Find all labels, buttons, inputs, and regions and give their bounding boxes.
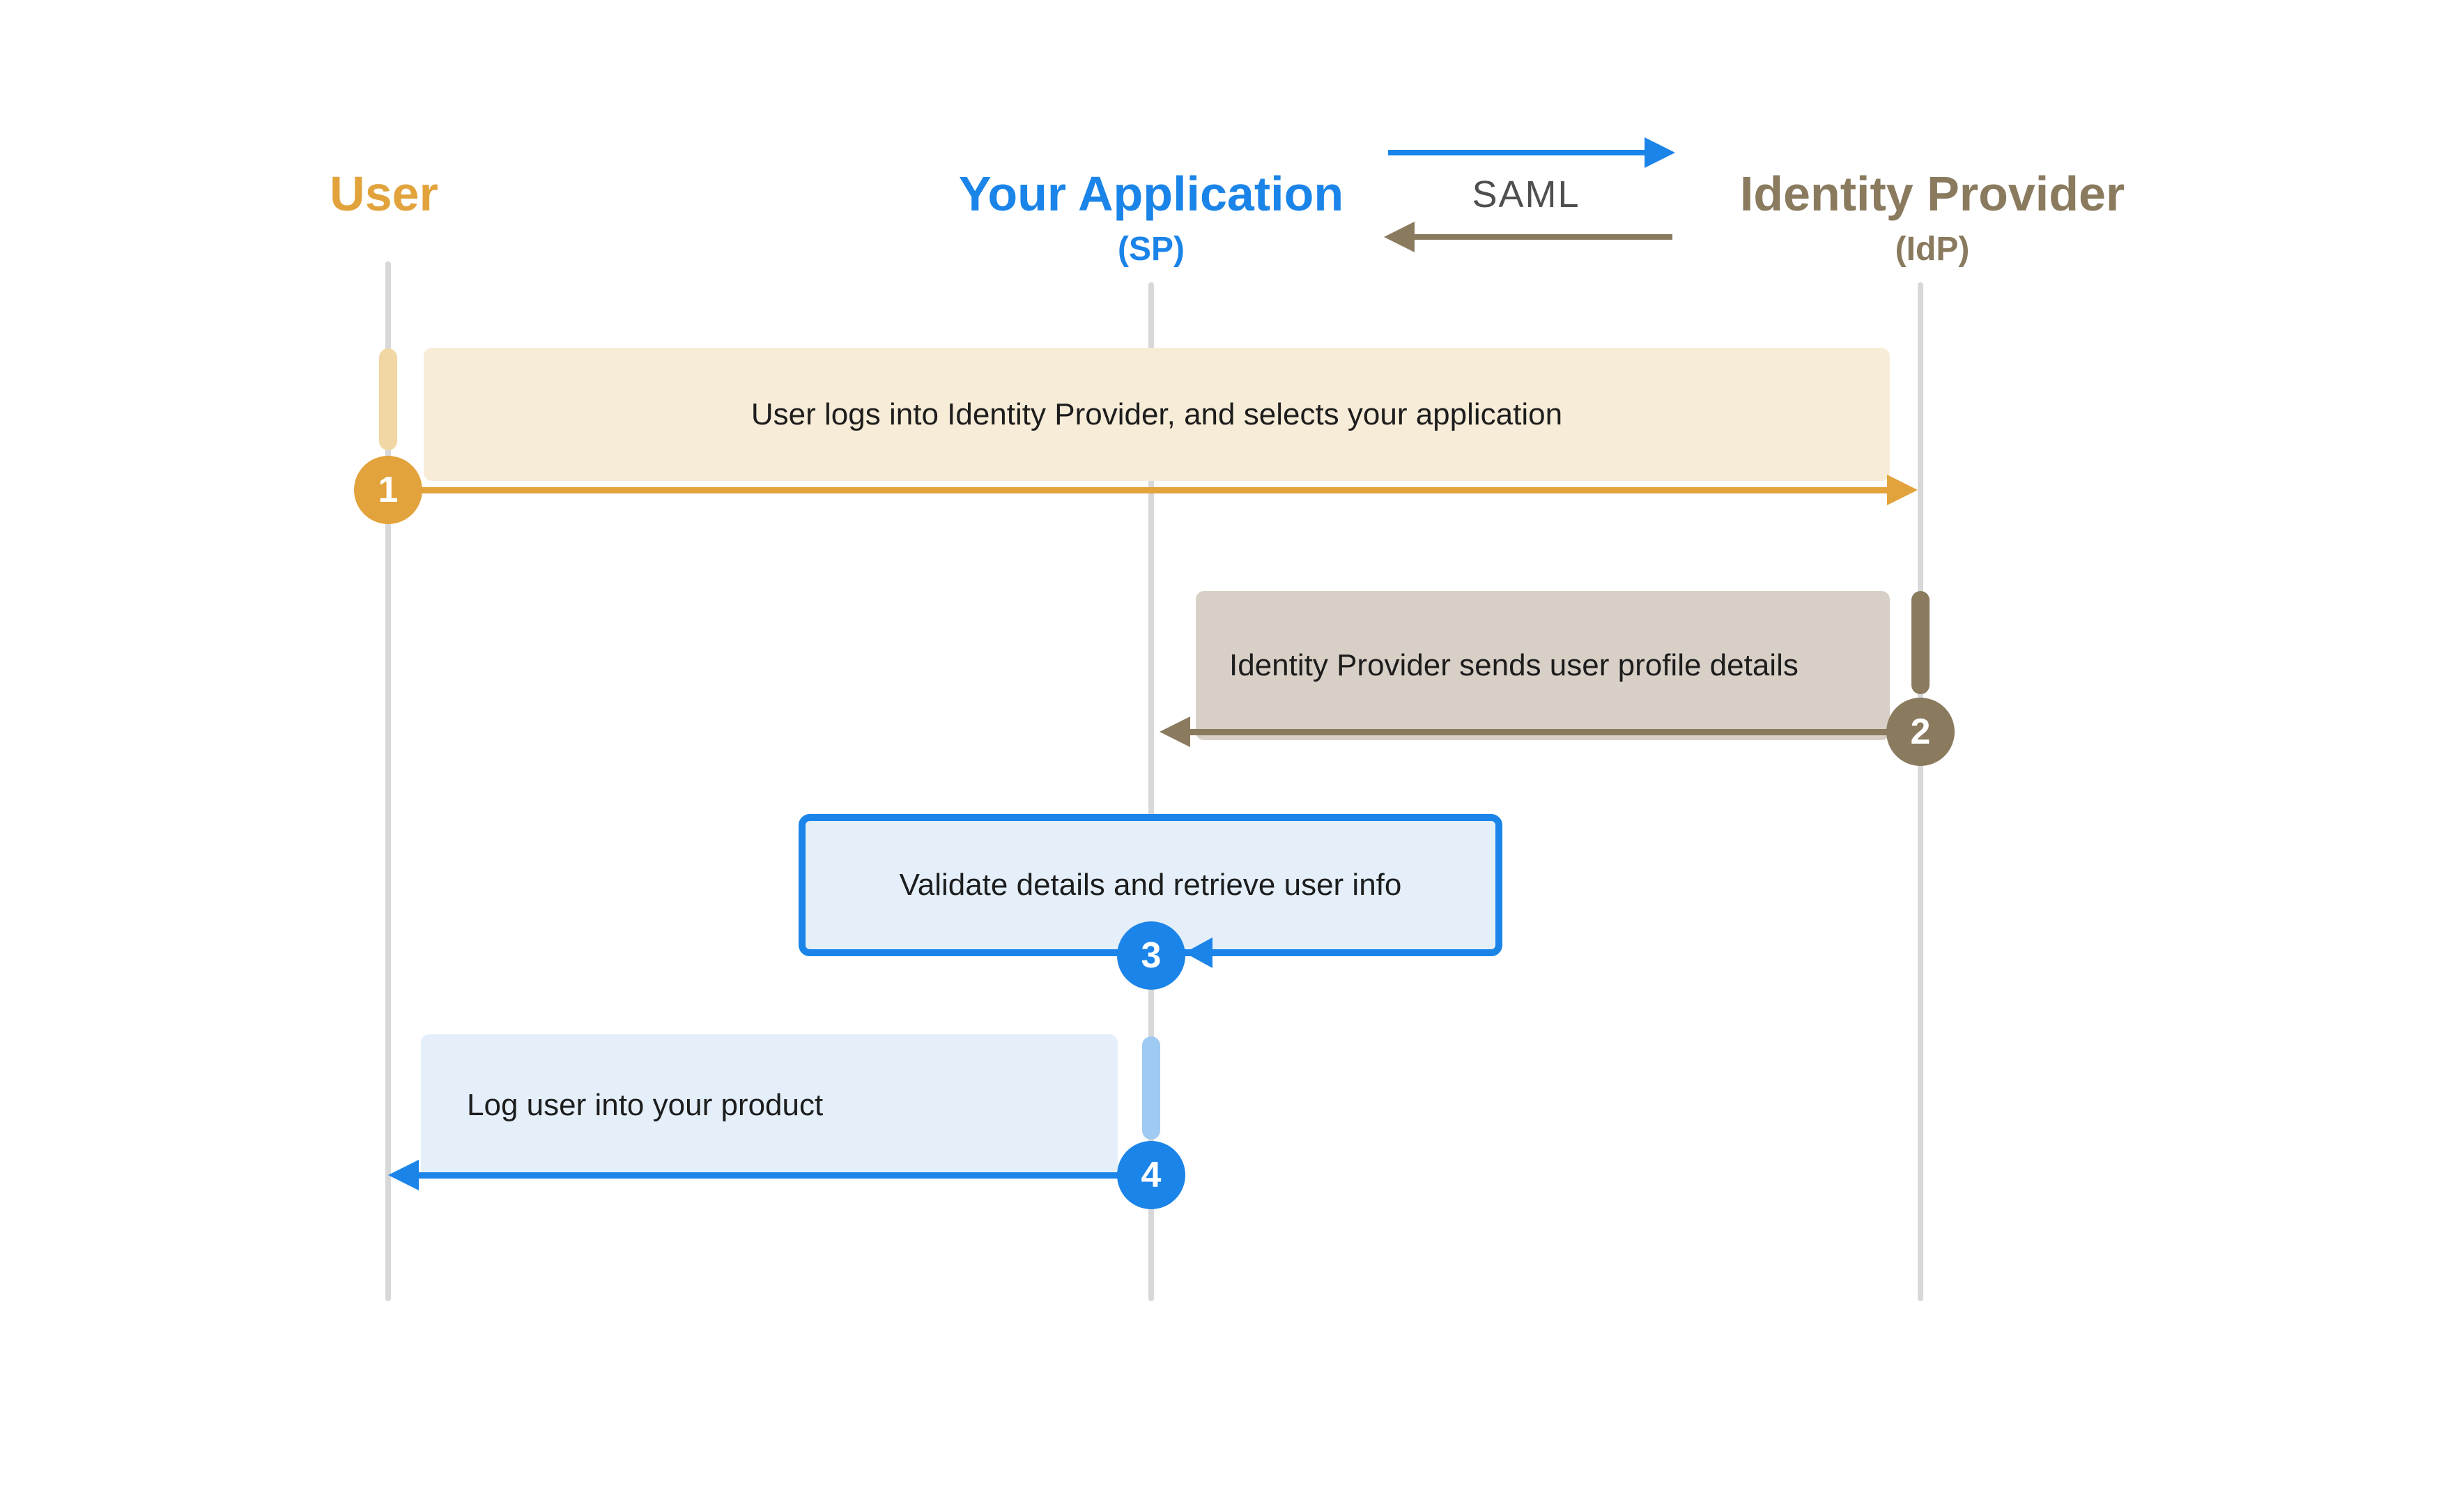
arrow-step-4-line bbox=[417, 1172, 1151, 1179]
arrow-step-3-arrowhead-icon bbox=[1185, 937, 1212, 968]
saml-label: SAML bbox=[1472, 174, 1580, 215]
message-text-step-2: Identity Provider sends user profile det… bbox=[1229, 648, 1799, 682]
step-number-badge-3: 3 bbox=[1117, 921, 1185, 990]
arrow-step-1-arrowhead-icon bbox=[1887, 475, 1918, 505]
lifeline-idp bbox=[1918, 282, 1923, 1301]
step-number-badge-2: 2 bbox=[1886, 698, 1955, 766]
message-box-step-1: User logs into Identity Provider, and se… bbox=[424, 348, 1890, 481]
activation-bar-application bbox=[1142, 1036, 1160, 1140]
lifeline-user bbox=[385, 261, 391, 1301]
message-box-step-2: Identity Provider sends user profile det… bbox=[1196, 591, 1890, 740]
actor-idp-subtitle: (IdP) bbox=[1895, 231, 1970, 268]
arrow-step-1-line bbox=[388, 487, 1889, 493]
saml-left-arrowhead-icon bbox=[1384, 222, 1415, 252]
arrow-step-2-arrowhead-icon bbox=[1160, 716, 1190, 747]
step-number-badge-4: 4 bbox=[1117, 1141, 1185, 1209]
lifeline-application bbox=[1148, 282, 1154, 1301]
saml-right-arrow-line bbox=[1388, 150, 1646, 155]
arrow-step-2-line bbox=[1186, 729, 1920, 735]
actor-idp-title: Identity Provider bbox=[1739, 167, 2125, 221]
arrow-step-4-arrowhead-icon bbox=[388, 1160, 419, 1190]
step-number-badge-1: 1 bbox=[354, 456, 422, 524]
saml-right-arrowhead-icon bbox=[1645, 137, 1675, 168]
activation-bar-idp bbox=[1911, 591, 1930, 694]
actor-user-title: User bbox=[330, 167, 438, 221]
message-box-step-4: Log user into your product bbox=[421, 1034, 1118, 1176]
message-text-step-4: Log user into your product bbox=[467, 1088, 824, 1122]
activation-bar-user bbox=[379, 348, 397, 450]
actor-application-title: Your Application bbox=[958, 167, 1344, 221]
saml-left-arrow-line bbox=[1415, 234, 1672, 240]
message-text-step-1: User logs into Identity Provider, and se… bbox=[750, 397, 1563, 431]
actor-application-subtitle: (SP) bbox=[1118, 231, 1185, 268]
message-text-step-3: Validate details and retrieve user info bbox=[899, 868, 1402, 902]
